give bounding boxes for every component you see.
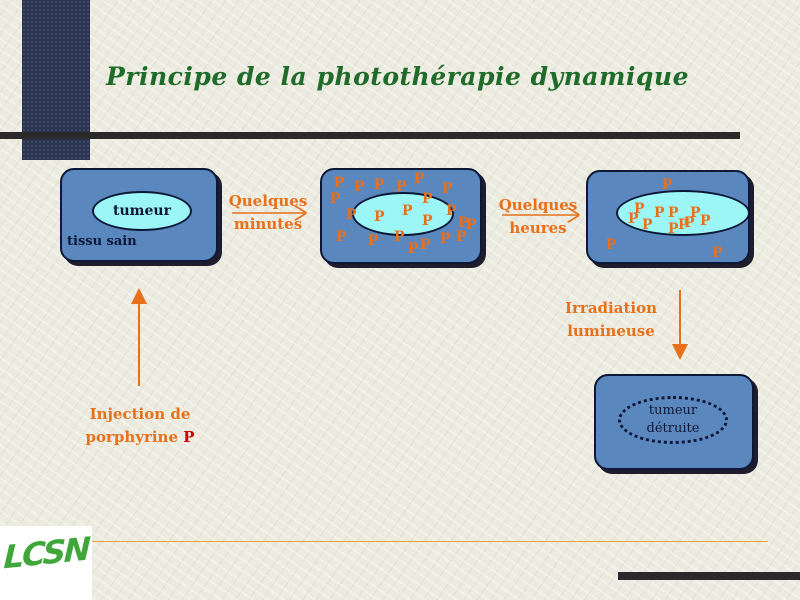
tumor-ellipse [616, 190, 750, 236]
porphyrin-marker: P [668, 221, 679, 237]
porphyrin-marker: P [606, 237, 617, 253]
step-label-minutes: Quelques minutes [226, 190, 310, 236]
step-label-minutes-line2: minutes [233, 215, 303, 233]
porphyrin-marker: P [368, 233, 379, 249]
injection-label-line1: Injection de [89, 405, 191, 423]
porphyrin-marker: P [330, 191, 341, 207]
porphyrin-marker: P [422, 213, 433, 229]
porphyrin-marker: P [642, 217, 653, 233]
porphyrin-marker: P [628, 211, 639, 227]
porphyrin-marker: P [422, 191, 433, 207]
step-label-irradiation: Irradiation lumineuse [556, 297, 666, 343]
step-label-minutes-line1: Quelques [228, 192, 308, 210]
panel-healthy-tissue: tumeur tissu sain [60, 168, 218, 262]
tumor-label: tumeur [113, 203, 171, 219]
injection-label-line2: porphyrine P [80, 426, 200, 449]
porphyrin-marker: P [662, 177, 673, 193]
destroyed-tumor-ellipse: tumeur détruite [618, 396, 728, 444]
porphyrin-marker: P [684, 215, 695, 231]
porphyrin-marker: P [414, 171, 425, 187]
destroyed-tumor-label-line2: détruite [646, 421, 700, 436]
step-label-hours: Quelques heures [496, 194, 580, 240]
porphyrin-marker: P [690, 205, 701, 221]
footer-line [92, 541, 768, 542]
lcsn-logo-box [0, 526, 92, 600]
step-label-hours-line2: heures [509, 219, 567, 237]
injection-label-porphyrine: porphyrine [85, 428, 179, 446]
injection-label-p: P [183, 428, 195, 446]
porphyrin-marker: P [374, 177, 385, 193]
porphyrin-marker: P [336, 229, 347, 245]
porphyrin-marker: P [442, 181, 453, 197]
porphyrin-marker: P [346, 207, 357, 223]
porphyrin-marker: P [458, 215, 469, 231]
porphyrin-marker: P [446, 203, 457, 219]
tumor-ellipse [352, 192, 454, 236]
porphyrin-marker: P [678, 217, 689, 233]
porphyrin-marker: P [334, 175, 345, 191]
porphyrin-marker: P [402, 203, 413, 219]
porphyrin-marker: P [374, 209, 385, 225]
porphyrin-marker: P [408, 241, 419, 257]
porphyrin-marker: P [394, 229, 405, 245]
porphyrin-marker: P [700, 213, 711, 229]
step-label-hours-line1: Quelques [498, 196, 578, 214]
title-underline-bar [0, 132, 740, 139]
porphyrin-marker: P [440, 231, 451, 247]
porphyrin-marker: P [634, 201, 645, 217]
porphyrin-marker: P [668, 205, 679, 221]
porphyrin-marker: P [456, 229, 467, 245]
porphyrin-marker: P [354, 179, 365, 195]
porphyrin-marker: P [420, 237, 431, 253]
porphyrin-marker: P [466, 217, 477, 233]
bottom-bar [618, 572, 800, 580]
page-title: Principe de la photothérapie dynamique [106, 62, 689, 91]
injection-label: Injection de porphyrine P [80, 403, 200, 449]
porphyrin-marker: P [396, 179, 407, 195]
step-label-irradiation-line2: lumineuse [567, 322, 655, 340]
step-label-irradiation-line1: Irradiation [565, 299, 657, 317]
destroyed-tumor-label-line1: tumeur [648, 403, 698, 418]
porphyrin-marker: P [712, 245, 723, 261]
healthy-tissue-label: tissu sain [67, 234, 137, 249]
porphyrin-marker: P [654, 205, 665, 221]
tumor-ellipse: tumeur [92, 191, 192, 231]
panel-destroyed-tumor: tumeur détruite [594, 374, 754, 470]
